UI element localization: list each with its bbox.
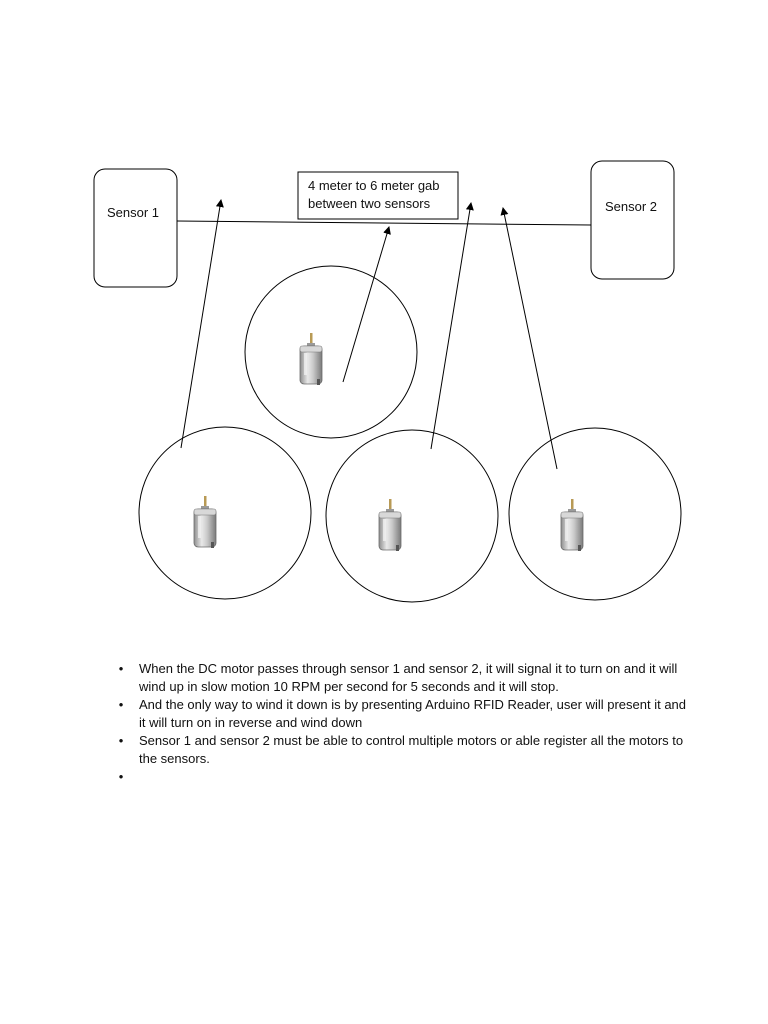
arrow-left-motor <box>180 199 224 449</box>
system-diagram: Sensor 1 Sensor 2 4 meter to 6 meter gab… <box>93 160 682 603</box>
arrow-middle-motor <box>430 202 474 450</box>
gap-note-line-2: between two sensors <box>308 196 431 211</box>
motor-circle-top <box>244 265 418 439</box>
sensor-2: Sensor 2 <box>590 160 675 280</box>
sensor-1-box <box>93 168 178 288</box>
motor-circle-right <box>508 427 682 601</box>
sensor-2-label: Sensor 2 <box>605 199 657 214</box>
list-item: • And the only way to wind it down is by … <box>112 696 692 731</box>
bullet-icon: • <box>118 697 124 712</box>
gap-note-line-1: 4 meter to 6 meter gab <box>308 178 440 193</box>
arrow-top-motor <box>342 226 391 383</box>
motor-circle-middle <box>325 429 499 603</box>
requirements-list: • When the DC motor passes through sensor… <box>112 660 692 784</box>
sensor-1-label: Sensor 1 <box>107 205 159 220</box>
list-item: • Sensor 1 and sensor 2 must be able to c… <box>112 732 692 767</box>
list-item: • When the DC motor passes through sensor… <box>112 660 692 695</box>
list-item-text: Sensor 1 and sensor 2 must be able to co… <box>139 733 684 766</box>
list-item-text: And the only way to wind it down is by p… <box>139 697 687 730</box>
bullet-icon: • <box>118 769 124 784</box>
arrow-right-motor <box>500 207 558 470</box>
gap-note-box <box>297 171 459 220</box>
sensor-link-line <box>176 220 592 226</box>
gap-note: 4 meter to 6 meter gab between two senso… <box>297 171 459 220</box>
motor-circle-left <box>138 426 312 600</box>
bullet-icon: • <box>118 733 124 748</box>
list-item-text: When the DC motor passes through sensor … <box>139 661 678 694</box>
sensor-2-box <box>590 160 675 280</box>
bullet-icon: • <box>118 661 124 676</box>
sensor-1: Sensor 1 <box>93 168 178 288</box>
